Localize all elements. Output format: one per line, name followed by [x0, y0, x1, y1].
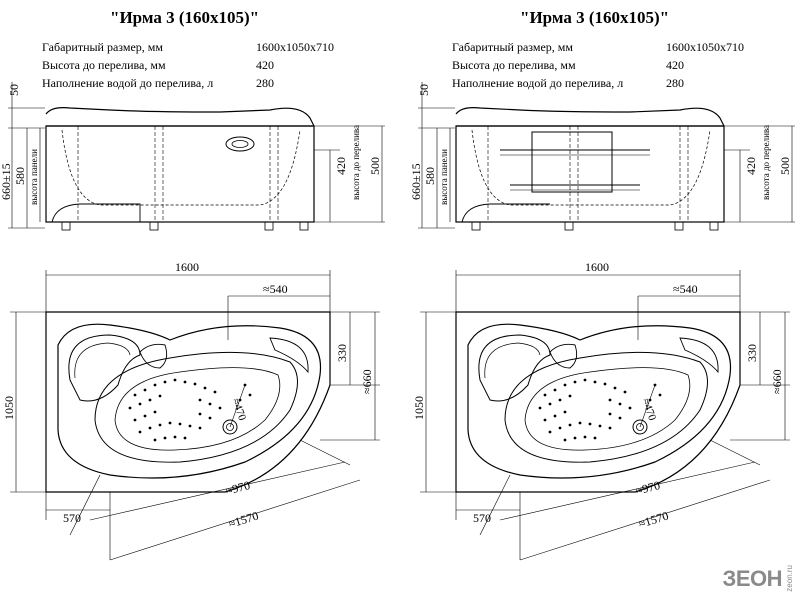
dim-660: 660±15	[0, 163, 13, 200]
dim-1600: 1600	[175, 260, 199, 274]
spec-value: 1600x1050x710	[256, 40, 334, 54]
side-view	[8, 82, 385, 231]
dim-330: 330	[745, 344, 759, 362]
dim-500: 500	[778, 157, 792, 175]
side-view	[418, 82, 795, 231]
spec-label: Наполнение водой до перелива, л	[452, 76, 624, 90]
dim-970: ≈970	[224, 478, 251, 498]
logo-subtext: zeon.ru	[785, 565, 794, 592]
label-panel-height: высота панели	[439, 149, 449, 205]
technical-drawing: 50 660±15 580 высота панели 420 высота д…	[409, 82, 795, 561]
panel-title: "Ирма 3 (160x105)"	[520, 8, 670, 27]
spec-value: 420	[666, 58, 684, 72]
dim-1600: 1600	[585, 260, 609, 274]
dim-570: 570	[63, 511, 81, 525]
dim-500: 500	[368, 157, 382, 175]
spec-value: 280	[666, 76, 684, 90]
dim-570: 570	[473, 511, 491, 525]
massage-jets	[128, 378, 252, 442]
spec-label: Габаритный размер, мм	[42, 40, 163, 54]
top-view	[10, 270, 380, 561]
diagram-panel-right: "Ирма 3 (160x105)" Габаритный размер, мм…	[409, 0, 800, 600]
zeon-logo: ЗЕОН zeon.ru	[723, 565, 794, 592]
dim-540: ≈540	[673, 282, 698, 296]
dim-1050: 1050	[2, 396, 16, 420]
massage-jets	[538, 378, 662, 442]
dim-1570: ≈1570	[227, 509, 260, 531]
spec-label: Высота до перелива, мм	[452, 58, 576, 72]
dim-580: 580	[423, 167, 437, 185]
dim-970: ≈970	[634, 478, 661, 498]
spec-value: 280	[256, 76, 274, 90]
dim-660: ≈660	[360, 369, 374, 394]
panel-title: "Ирма 3 (160x105)"	[110, 8, 260, 27]
dim-420: 420	[744, 157, 758, 175]
label-panel-height: высота панели	[29, 149, 39, 205]
logo-text: ЗЕОН	[722, 565, 783, 591]
dim-50: 50	[7, 84, 21, 96]
dim-330: 330	[335, 344, 349, 362]
dim-580: 580	[13, 167, 27, 185]
dim-660: ≈660	[770, 369, 784, 394]
dim-660: 660±15	[409, 163, 423, 200]
spec-label: Габаритный размер, мм	[452, 40, 573, 54]
dim-470: ≈470	[639, 397, 658, 423]
dim-420: 420	[334, 157, 348, 175]
label-overflow-height: высота до перелива	[351, 125, 361, 200]
spec-label: Высота до перелива, мм	[42, 58, 166, 72]
spec-value: 420	[256, 58, 274, 72]
spec-label: Наполнение водой до перелива, л	[42, 76, 214, 90]
spec-value: 1600x1050x710	[666, 40, 744, 54]
dim-470: ≈470	[229, 397, 248, 423]
dim-1050: 1050	[412, 396, 426, 420]
dim-540: ≈540	[263, 282, 288, 296]
dim-1570: ≈1570	[637, 509, 670, 531]
dim-50: 50	[417, 84, 431, 96]
technical-drawing: 50 660±15 580 высота панели 420 высота д…	[0, 82, 385, 561]
label-overflow-height: высота до перелива	[761, 125, 771, 200]
diagram-panel-left: "Ирма 3 (160x105)" Габаритный размер, мм…	[0, 8, 385, 561]
top-view	[420, 270, 790, 561]
